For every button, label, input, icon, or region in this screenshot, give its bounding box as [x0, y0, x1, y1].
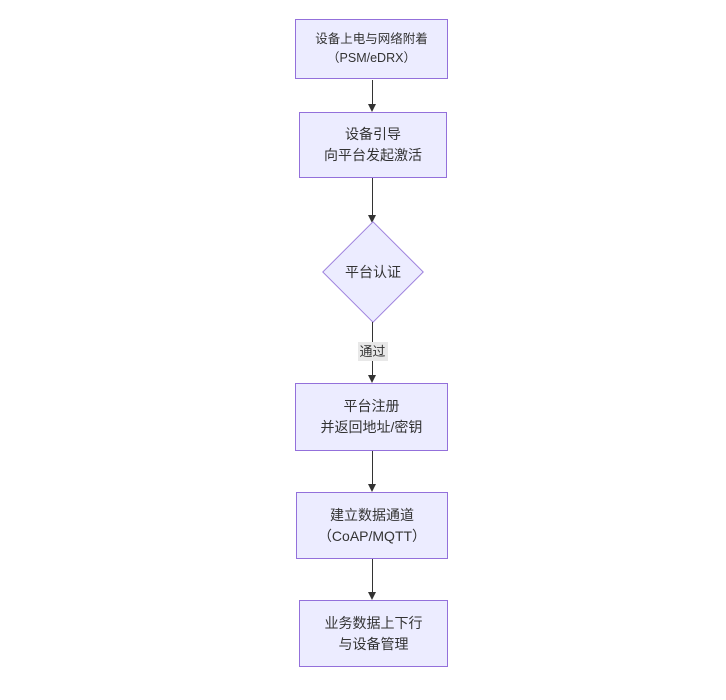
edge-channel-to-business	[368, 559, 377, 600]
arrow-down-icon	[368, 484, 376, 492]
node-bootstrap-line1: 设备引导	[345, 126, 401, 142]
node-register: 平台注册 并返回地址/密钥	[295, 383, 448, 451]
edge-line	[372, 178, 373, 216]
edge-line	[372, 451, 373, 485]
edge-register-to-channel	[368, 451, 377, 492]
arrow-down-icon	[368, 375, 376, 383]
edge-line	[372, 559, 373, 593]
arrow-down-icon	[368, 104, 376, 112]
edge-auth-to-register: 通过	[357, 322, 388, 383]
node-data-channel: 建立数据通道 （CoAP/MQTT）	[296, 492, 448, 559]
edge-line	[372, 80, 373, 105]
node-bootstrap: 设备引导 向平台发起激活	[299, 112, 447, 178]
node-power-attach-line1: 设备上电与网络附着	[315, 32, 428, 47]
node-business-data-line1: 业务数据上下行	[324, 614, 423, 631]
node-power-attach: 设备上电与网络附着 （PSM/eDRX）	[295, 19, 448, 79]
edge-bootstrap-to-auth	[368, 178, 377, 223]
node-bootstrap-line2: 向平台发起激活	[324, 147, 422, 163]
decision-platform-auth-label: 平台认证	[345, 264, 401, 280]
node-power-attach-line2: （PSM/eDRX）	[327, 51, 416, 65]
decision-platform-auth: 平台认证	[322, 223, 424, 322]
node-register-line2: 并返回地址/密钥	[320, 419, 423, 435]
edge-label-pass: 通过	[357, 342, 388, 361]
arrow-down-icon	[368, 215, 376, 223]
node-data-channel-line1: 建立数据通道	[330, 506, 414, 523]
node-register-line1: 平台注册	[343, 398, 400, 414]
node-data-channel-line2: （CoAP/MQTT）	[317, 527, 427, 544]
node-business-data-line2: 与设备管理	[338, 635, 409, 652]
node-business-data: 业务数据上下行 与设备管理	[299, 600, 448, 667]
edge-power-to-bootstrap	[368, 80, 377, 112]
arrow-down-icon	[368, 592, 376, 600]
